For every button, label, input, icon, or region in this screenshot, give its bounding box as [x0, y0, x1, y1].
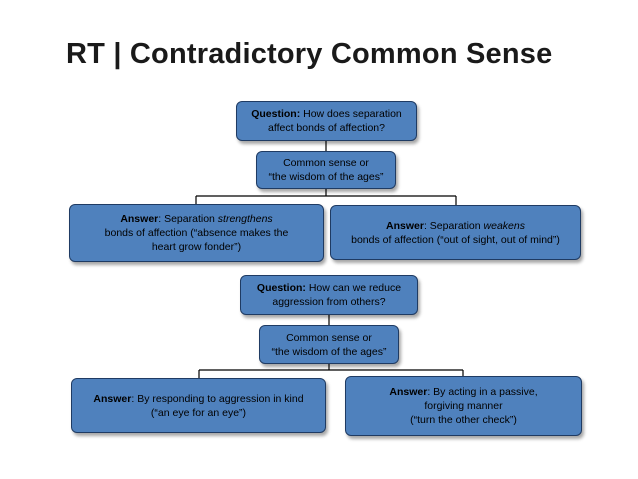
answer-label: Answer	[120, 213, 159, 225]
answer-box-weakens: Answer: Separation weakens bonds of affe…	[330, 205, 581, 260]
common-sense-hub-1: Common sense or “the wisdom of the ages”	[256, 151, 396, 189]
answer-label: Answer	[93, 392, 132, 405]
answer-text-line2: forgiving manner	[424, 400, 503, 412]
common-sense-hub-2: Common sense or “the wisdom of the ages”	[259, 325, 399, 364]
question-text: How can we reduce	[308, 282, 402, 294]
answer-box-in-kind: Answer: By responding to aggression in k…	[71, 378, 326, 433]
question-label: Question:	[256, 282, 306, 294]
answer-text: : Separation	[158, 213, 218, 225]
answer-text: : Separation	[423, 219, 484, 232]
question-text-line2: aggression from others?	[272, 296, 386, 308]
answer-box-strengthens: Answer: Separation strengthens bonds of …	[69, 204, 324, 262]
answer-box-passive: Answer: By acting in a passive, forgivin…	[345, 376, 582, 436]
question-text: How does separation	[303, 108, 402, 120]
question-box-separation: Question: How does separation affect bon…	[236, 101, 417, 141]
answer-label: Answer	[389, 386, 428, 398]
hub-line1: Common sense or	[286, 331, 372, 344]
answer-text-line2: bonds of affection (“absence makes the	[104, 227, 289, 239]
answer-text-line3: (“turn the other check”)	[410, 414, 517, 426]
answer-label: Answer	[386, 219, 424, 232]
slide-title: RT | Contradictory Common Sense	[66, 38, 553, 70]
question-label: Question:	[251, 108, 301, 120]
hub-line1: Common sense or	[283, 157, 369, 169]
answer-text: : By acting in a passive,	[427, 386, 538, 398]
answer-text-line2: (“an eye for an eye”)	[150, 406, 247, 419]
answer-text-line3: heart grow fonder”)	[151, 241, 242, 253]
hub-line2: “the wisdom of the ages”	[268, 171, 384, 183]
answer-text: : By responding to aggression in kind	[131, 392, 304, 405]
answer-emphasis: strengthens	[217, 213, 273, 225]
answer-emphasis: weakens	[483, 219, 525, 232]
answer-text-line2: bonds of affection (“out of sight, out o…	[351, 233, 560, 246]
hub-line2: “the wisdom of the ages”	[271, 345, 387, 358]
question-box-aggression: Question: How can we reduce aggression f…	[240, 275, 418, 315]
question-text-line2: affect bonds of affection?	[268, 122, 385, 134]
